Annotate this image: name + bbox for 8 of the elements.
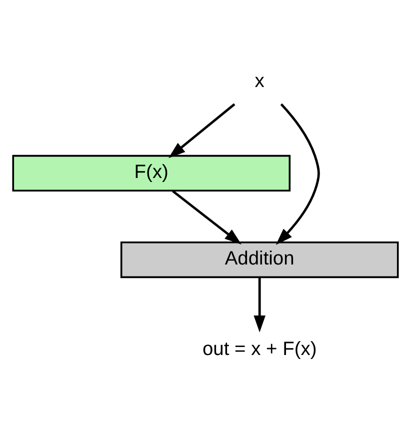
node-text: out = x + F(x) — [202, 339, 317, 360]
node-box: Addition — [120, 241, 399, 278]
node-text: x — [254, 71, 264, 92]
arrow — [172, 190, 242, 244]
arrow — [254, 278, 266, 332]
arrow — [168, 103, 236, 158]
node-box: F(x) — [12, 154, 291, 192]
arrow — [276, 103, 320, 245]
